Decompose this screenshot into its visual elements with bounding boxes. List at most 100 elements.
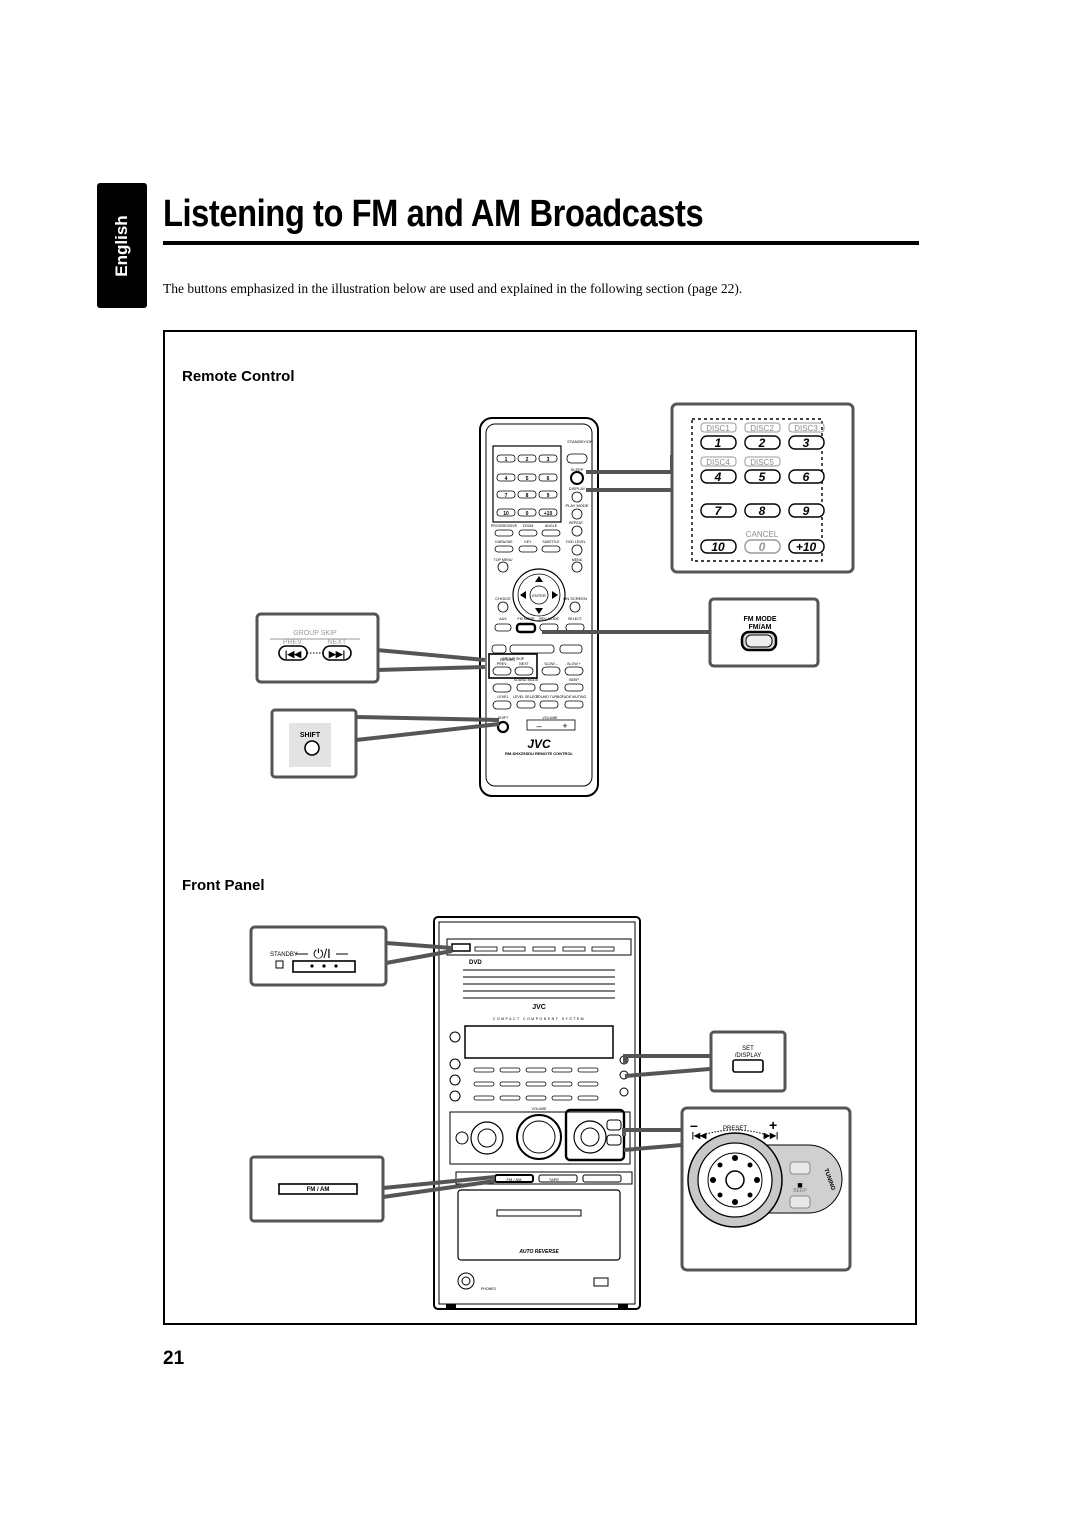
remote-key-4[interactable]: 4 <box>505 476 508 482</box>
group-skip-title: GROUP SKIP <box>293 630 337 637</box>
remote-standby-label: STANDBY/ON <box>567 439 593 444</box>
remote-rev-mode-label: REV. MODE <box>539 617 559 621</box>
remote-group-skip-label: GROUP SKIP <box>502 657 525 661</box>
remote-dvd-level-label: DVD LEVEL <box>566 540 586 544</box>
remote-brand: JVC <box>527 737 551 751</box>
remote-slow-minus-label: SLOW – <box>544 662 558 666</box>
remote-shift-label: SHIFT <box>498 716 509 720</box>
standby-callout: STANDBY ⏻/I <box>249 925 388 987</box>
callout-key-7[interactable]: 7 <box>715 504 723 518</box>
preset-prev-icon: |◀◀ <box>692 1131 707 1140</box>
remote-karaoke-label: KARAOKE <box>495 540 513 544</box>
remote-zoom-label: ZOOM <box>523 524 534 528</box>
remote-play-mode-label: PLAY MODE <box>566 503 589 508</box>
remote-key-9[interactable]: 9 <box>547 493 550 499</box>
remote-select-label: SELECT <box>568 617 583 621</box>
remote-top-menu-label: TOP MENU <box>494 558 513 562</box>
remote-key-6[interactable]: 6 <box>547 476 550 482</box>
illustration-frame <box>163 330 917 1325</box>
remote-key-1[interactable]: 1 <box>505 457 508 463</box>
stereo-unit: DVD JVC COMPACT COMPONENT SYSTEM VOLUME <box>433 916 641 1310</box>
next-skip-icon: ▶▶| <box>328 649 345 659</box>
remote-angle-label: ANGLE <box>545 524 558 528</box>
remote-menu-label: MENU <box>572 558 583 562</box>
remote-subtitle-label: SUBTITLE <box>542 540 560 544</box>
unit-fm-am-label: FM / AM <box>507 1177 522 1182</box>
callout-key-5[interactable]: 5 <box>759 470 766 484</box>
set-line1: SET <box>742 1046 754 1052</box>
preset-plus: + <box>769 1117 777 1133</box>
remote-key-5[interactable]: 5 <box>526 476 529 482</box>
fm-am-callout: FM / AM <box>249 1155 385 1223</box>
svg-text:–: – <box>536 721 541 731</box>
disc3-label[interactable]: DISC3 <box>794 424 818 433</box>
shift-label: SHIFT <box>300 732 321 739</box>
unit-tape-label: TAPE <box>549 1177 559 1182</box>
shift-callout: SHIFT <box>270 708 358 779</box>
remote-prev-label: PREV. <box>497 662 507 666</box>
page-number: 21 <box>163 1348 185 1369</box>
remote-key-7[interactable]: 7 <box>505 493 508 499</box>
remote-next-label: NEXT <box>519 662 529 666</box>
remote-key-10[interactable]: 10 <box>503 511 509 517</box>
title-rule <box>163 241 919 245</box>
remote-key-label: KEY <box>524 540 532 544</box>
disc2-label[interactable]: DISC2 <box>750 424 774 433</box>
remote-choice-label: CHOICE <box>495 596 511 601</box>
remote-key-3[interactable]: 3 <box>547 457 550 463</box>
group-skip-next: NEXT <box>328 639 347 646</box>
callout-key-4[interactable]: 4 <box>714 470 722 484</box>
remote-key-0[interactable]: 0 <box>526 511 529 517</box>
remote-aux-label: AUX <box>499 617 507 621</box>
remote-key-2[interactable]: 2 <box>526 457 529 463</box>
group-skip-callout: GROUP SKIP PREV. NEXT |◀◀ ▶▶| <box>255 612 380 684</box>
callout-key-1[interactable]: 1 <box>715 436 722 450</box>
unit-dvd-logo: DVD <box>469 960 482 966</box>
fm-am-button[interactable] <box>278 1183 358 1195</box>
fm-am-label: FM / AM <box>307 1187 330 1193</box>
disc1-label[interactable]: DISC1 <box>706 424 730 433</box>
standby-label: STANDBY <box>270 952 298 958</box>
remote-fade-muting-label: FADE MUTING <box>562 695 587 699</box>
set-line2: /DISPLAY <box>735 1053 762 1059</box>
shift-button[interactable] <box>304 740 320 756</box>
remote-return-label: RETURN <box>500 658 515 662</box>
power-icon: ⏻/I <box>313 946 331 961</box>
callout-key-6[interactable]: 6 <box>803 470 810 484</box>
callout-key-10[interactable]: 10 <box>711 540 725 554</box>
disc4-label[interactable]: DISC4 <box>706 458 730 467</box>
disc-keypad-buttons: DISC1 DISC2 DISC3 DISC4 DISC5 CANCEL 1 2… <box>700 422 825 554</box>
preset-label: PRESET <box>723 1126 747 1132</box>
remote-progressive-label: PROGRESSIVE <box>491 524 518 528</box>
remote-control-heading: Remote Control <box>182 368 295 385</box>
front-panel-heading: Front Panel <box>182 877 265 894</box>
set-display-button[interactable] <box>732 1059 764 1073</box>
remote-enter-label: ENTER <box>532 593 546 598</box>
unit-volume-label: VOLUME <box>532 1107 547 1111</box>
remote-group-skip-box <box>488 653 538 679</box>
remote-key-8[interactable]: 8 <box>526 493 529 499</box>
callout-key-plus10[interactable]: +10 <box>796 540 817 554</box>
remote-level-label: LEVEL <box>497 695 508 699</box>
preset-tuning-callout: – + PRESET |◀◀ ▶▶| ■ BEEP TUNING <box>680 1106 852 1272</box>
disc5-label[interactable]: DISC5 <box>750 458 774 467</box>
remote-key-plus10[interactable]: +10 <box>544 511 553 517</box>
callout-key-3[interactable]: 3 <box>803 436 810 450</box>
callout-key-8[interactable]: 8 <box>759 504 766 518</box>
remote-repeat-label: REPEAT <box>569 521 584 525</box>
prev-skip-icon: |◀◀ <box>285 649 302 659</box>
remote-fm-mode-label: FM MODE <box>518 617 536 621</box>
preset-stop-icon: ■ <box>797 1180 802 1190</box>
unit-phones-label: PHONES <box>481 1287 496 1291</box>
remote-shift-button[interactable] <box>496 720 510 734</box>
preset-minus: – <box>690 1117 698 1133</box>
remote-sleep-label: SLEEP <box>571 467 584 472</box>
callout-key-9[interactable]: 9 <box>803 504 810 518</box>
set-display-callout: SET /DISPLAY <box>709 1030 787 1093</box>
preset-beep-label: BEEP <box>793 1188 807 1194</box>
remote-on-screen-label: ON SCREEN <box>563 596 587 601</box>
callout-key-2[interactable]: 2 <box>758 436 766 450</box>
callout-key-0[interactable]: 0 <box>759 540 766 554</box>
group-skip-prev: PREV. <box>283 639 303 646</box>
remote-sound-mode-label: SOUND MODE <box>514 678 539 682</box>
